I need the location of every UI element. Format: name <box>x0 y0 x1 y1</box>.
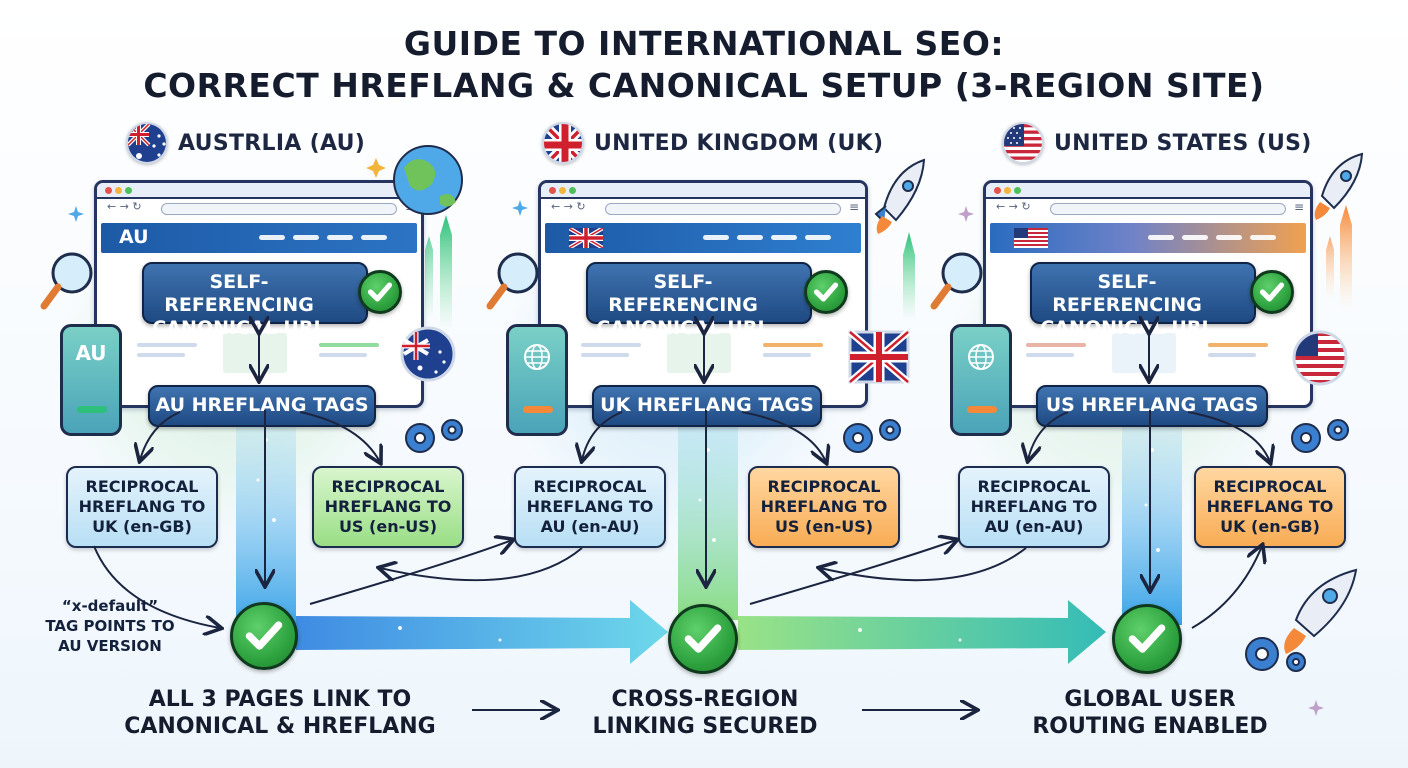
au-region-header: AUSTRLIA (AU) <box>126 122 365 164</box>
uk-flag-icon <box>542 122 584 164</box>
us-phone <box>950 324 1012 436</box>
url-bar <box>161 203 397 215</box>
us-reciprocal-au-card: RECIPROCAL HREFLANG TO AU (en-AU) <box>958 466 1110 548</box>
summary-line: CANONICAL & HREFLANG <box>124 714 436 739</box>
card-line: HREFLANG TO <box>526 497 654 516</box>
card-line: HREFLANG TO <box>1206 497 1334 516</box>
card-line: HREFLANG TO <box>78 497 206 516</box>
summary-1: ALL 3 PAGES LINK TO CANONICAL & HREFLANG <box>100 686 460 740</box>
rocket-icon <box>1314 152 1364 220</box>
card-line: AU (en-AU) <box>984 517 1084 536</box>
x-default-note: “x-default” TAG POINTS TO AU VERSION <box>30 596 190 656</box>
sparkle-icon <box>958 206 1324 716</box>
card-line: RECIPROCAL <box>1213 477 1327 496</box>
au-header-label: AU <box>119 226 149 248</box>
gear-icon <box>1291 419 1349 453</box>
summary-line: ROUTING ENABLED <box>1032 714 1268 739</box>
globe-phone-icon <box>968 344 994 370</box>
card-line: HREFLANG TO <box>970 497 1098 516</box>
menu-icon: ≡ <box>849 200 860 214</box>
uk-flag-icon <box>569 228 603 248</box>
browser-nav-icons: ← → ↻ <box>107 200 142 213</box>
card-line: UK (en-GB) <box>1220 517 1320 536</box>
us-region-name: UNITED STATES (US) <box>1054 130 1312 156</box>
card-line: UK (en-GB) <box>92 517 192 536</box>
page-title-line2: CORRECT HREFLANG & CANONICAL SETUP (3-RE… <box>143 66 1265 105</box>
card-line: RECIPROCAL <box>977 477 1091 496</box>
url-bar <box>605 203 841 215</box>
australia-flag-icon <box>126 122 168 164</box>
summary-2: CROSS-REGION LINKING SECURED <box>560 686 850 740</box>
us-hreflang-tags: US HREFLANG TAGS <box>1036 385 1268 427</box>
summary-line: LINKING SECURED <box>592 714 818 739</box>
us-summary-check-icon <box>1112 604 1182 674</box>
card-line: HREFLANG TO <box>324 497 452 516</box>
sparkle-icon <box>68 200 528 222</box>
au-canonical-check-icon <box>358 270 402 314</box>
au-reciprocal-uk-card: RECIPROCAL HREFLANG TO UK (en-GB) <box>66 466 218 548</box>
us-region-header: UNITED STATES (US) <box>1002 122 1312 164</box>
us-canonical-pill: SELF-REFERENCING CANONICAL URL <box>1030 262 1256 339</box>
au-phone-label: AU <box>75 341 107 365</box>
browser-nav-icons: ← → ↻ <box>551 200 586 213</box>
us-flag-icon <box>1014 228 1048 248</box>
au-reciprocal-us-card: RECIPROCAL HREFLANG TO US (en-US) <box>312 466 464 548</box>
note-line: AU VERSION <box>58 637 162 655</box>
card-line: US (en-US) <box>338 517 438 536</box>
au-hreflang-tags: AU HREFLANG TAGS <box>148 385 376 427</box>
menu-icon: ≡ <box>1294 200 1305 214</box>
gear-icon <box>843 419 901 453</box>
uk-canonical-check-icon <box>804 270 848 314</box>
browser-nav-icons: ← → ↻ <box>996 200 1031 213</box>
us-flag-icon <box>1292 330 1348 386</box>
uk-region-header: UNITED KINGDOM (UK) <box>542 122 883 164</box>
au-region-name: AUSTRLIA (AU) <box>178 130 366 156</box>
gear-icon <box>1245 637 1306 672</box>
uk-to-us-stream <box>738 600 1106 664</box>
summary-line: GLOBAL USER <box>1064 687 1236 712</box>
card-line: RECIPROCAL <box>767 477 881 496</box>
us-site-header <box>990 223 1306 253</box>
uk-summary-check-icon <box>668 604 738 674</box>
magnifier-icon <box>40 252 93 310</box>
gear-icon <box>405 419 463 453</box>
au-site-header: AU <box>101 223 417 253</box>
card-line: RECIPROCAL <box>331 477 445 496</box>
card-line: RECIPROCAL <box>85 477 199 496</box>
globe-icon <box>393 145 463 215</box>
uk-site-header <box>545 223 861 253</box>
card-line: HREFLANG TO <box>760 497 888 516</box>
us-canonical-check-icon <box>1250 270 1294 314</box>
card-line: RECIPROCAL <box>533 477 647 496</box>
uk-reciprocal-au-card: RECIPROCAL HREFLANG TO AU (en-AU) <box>514 466 666 548</box>
rocket-icon <box>1284 568 1358 654</box>
summary-line: ALL 3 PAGES LINK TO <box>148 687 412 712</box>
uk-canonical-pill: SELF-REFERENCING CANONICAL URL <box>586 262 812 339</box>
sparkle-icon <box>366 158 386 178</box>
uk-flag-icon <box>847 329 911 385</box>
summary-line: CROSS-REGION <box>611 687 799 712</box>
uk-region-name: UNITED KINGDOM (UK) <box>594 130 884 156</box>
us-flag-icon <box>1002 122 1044 164</box>
magnifier-icon <box>930 252 983 310</box>
uk-reciprocal-us-card: RECIPROCAL HREFLANG TO US (en-US) <box>748 466 900 548</box>
note-line: “x-default” <box>61 597 159 615</box>
page-title-line1: GUIDE TO INTERNATIONAL SEO: <box>403 24 1005 63</box>
au-to-uk-stream <box>296 600 668 664</box>
summary-3: GLOBAL USER ROUTING ENABLED <box>1000 686 1300 740</box>
note-line: TAG POINTS TO <box>45 617 175 635</box>
australia-flag-icon <box>400 326 456 382</box>
magnifier-icon <box>486 252 539 310</box>
rocket-icon <box>874 158 926 234</box>
uk-phone <box>506 324 568 436</box>
card-line: US (en-US) <box>774 517 874 536</box>
au-phone: AU <box>60 324 122 436</box>
au-summary-check-icon <box>230 602 298 670</box>
card-line: AU (en-AU) <box>540 517 640 536</box>
url-bar <box>1050 203 1286 215</box>
globe-phone-icon <box>524 344 550 370</box>
